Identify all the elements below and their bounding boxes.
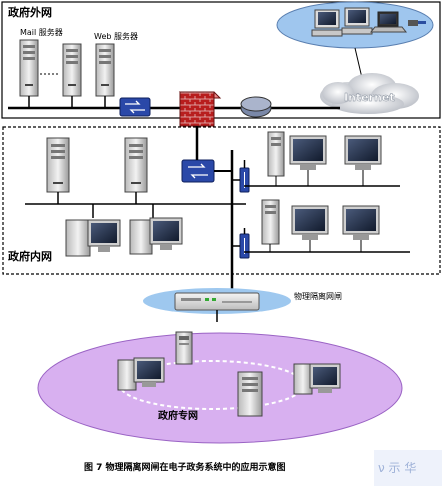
internal-pc-2 — [129, 217, 183, 255]
svg-text:ν 示 华: ν 示 华 — [378, 461, 416, 475]
branch-b-pc-2 — [342, 205, 380, 240]
server-2 — [62, 43, 82, 97]
private-network-zone — [37, 332, 403, 444]
mail-server-label: Mail 服务器 — [20, 27, 63, 37]
isolation-gateway — [174, 292, 260, 311]
router — [240, 96, 272, 118]
branch-a-pc-1 — [289, 135, 327, 170]
private-server-center — [237, 371, 263, 417]
firewall — [178, 91, 222, 127]
web-server — [95, 43, 115, 97]
access-switch-1 — [239, 167, 250, 193]
internet-label: Internet — [344, 91, 395, 104]
private-pc-left — [117, 357, 165, 391]
internal-network-label: 政府内网 — [8, 249, 52, 263]
internet-pda — [408, 20, 426, 26]
external-network-label: 政府外网 — [8, 5, 52, 19]
private-server-top — [175, 331, 193, 365]
access-switch-2 — [239, 233, 250, 259]
branch-b-pc-1 — [291, 205, 329, 240]
internal-server-2 — [124, 137, 148, 193]
figure-caption: 图 7 物理隔离网闸在电子政务系统中的应用示意图 — [84, 461, 286, 473]
internal-server-1 — [46, 137, 70, 193]
watermark: ν 示 华 — [374, 450, 442, 486]
internet-cloud: Internet — [320, 73, 419, 114]
branch-a-server — [267, 131, 285, 177]
branch-b-server — [261, 199, 280, 245]
private-network-label: 政府专网 — [158, 409, 198, 422]
external-switch — [119, 97, 151, 117]
internal-core-switch — [181, 159, 215, 183]
internal-network-zone — [2, 126, 441, 275]
internet-laptop — [369, 11, 408, 33]
internet-pc-2 — [341, 7, 373, 35]
private-pc-right — [293, 363, 341, 395]
mail-server — [19, 39, 39, 97]
web-server-label: Web 服务器 — [94, 31, 138, 41]
branch-a-pc-2 — [344, 135, 382, 170]
internal-pc-1 — [65, 219, 121, 257]
gateway-label: 物理隔离网闸 — [294, 291, 342, 301]
internet-pc-1 — [311, 9, 343, 37]
